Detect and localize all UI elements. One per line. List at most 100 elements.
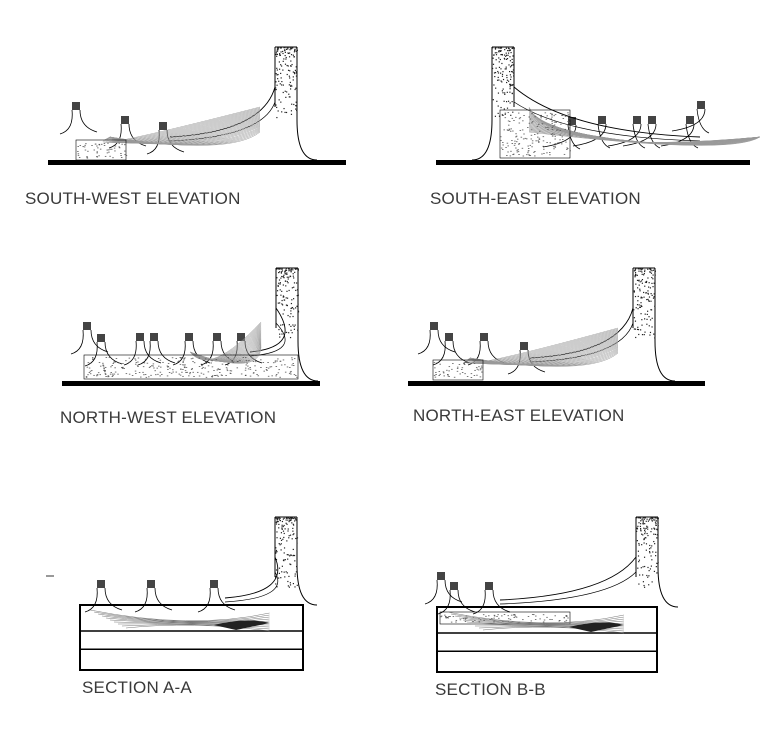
post-cap xyxy=(97,580,105,588)
ramp-line xyxy=(125,624,270,632)
post-arch xyxy=(437,589,476,615)
ramp-solid xyxy=(213,620,270,630)
post-cap xyxy=(150,333,158,341)
post-cap xyxy=(450,582,458,590)
ramp-solid xyxy=(569,622,624,632)
post-cap xyxy=(237,333,245,341)
post-cap xyxy=(83,322,91,330)
section-b-b xyxy=(424,516,679,673)
hatch-line xyxy=(109,131,261,146)
post-arch xyxy=(134,587,173,613)
post-arch xyxy=(417,329,456,355)
tower-outline xyxy=(635,517,679,608)
post-cap xyxy=(437,572,445,580)
post-cap xyxy=(210,580,218,588)
hatch-line xyxy=(108,111,261,143)
hatch-line xyxy=(467,329,619,364)
hatch-line xyxy=(109,113,261,144)
hatch-line xyxy=(105,108,261,143)
post-cap xyxy=(686,116,694,124)
base-block xyxy=(499,109,571,159)
hatch-line xyxy=(469,334,619,365)
hatch-line xyxy=(469,331,619,364)
post-arch xyxy=(660,123,699,149)
label-section-a-a: SECTION A-A xyxy=(82,678,192,697)
post-arch xyxy=(59,109,98,135)
post-arch xyxy=(671,108,710,134)
roof-curve xyxy=(224,556,279,599)
ramp-line xyxy=(89,609,270,622)
post-cap xyxy=(72,102,80,110)
hatch-line xyxy=(107,109,261,143)
hatch-line xyxy=(468,330,619,364)
post-cap xyxy=(97,334,105,342)
ground-line xyxy=(62,381,320,386)
south-east-elevation xyxy=(436,46,761,165)
tower-outline xyxy=(274,517,318,606)
section-box xyxy=(436,606,658,673)
post-cap xyxy=(697,101,705,109)
hatch-line xyxy=(469,332,619,364)
label-section-b-b: SECTION B-B xyxy=(435,680,546,699)
post-cap xyxy=(121,116,129,124)
hatch-line xyxy=(528,106,761,143)
north-east-elevation xyxy=(408,267,705,386)
post-cap xyxy=(485,582,493,590)
ramp-line xyxy=(93,611,270,622)
label-south-west-elevation: SOUTH-WEST ELEVATION xyxy=(25,189,241,208)
hatch-line xyxy=(465,327,619,364)
hatch-line xyxy=(109,113,261,144)
section-box xyxy=(79,604,304,671)
post-cap xyxy=(445,333,453,341)
post-arch xyxy=(432,340,471,366)
post-cap xyxy=(568,117,576,125)
roof-curve xyxy=(499,556,637,601)
post-cap xyxy=(159,122,167,130)
ramp-line xyxy=(478,626,625,632)
post-arch xyxy=(197,587,236,613)
post-cap xyxy=(598,116,606,124)
base-block xyxy=(432,359,484,381)
south-west-elevation xyxy=(48,46,346,165)
roof-curve xyxy=(513,86,701,138)
ramp-line xyxy=(454,615,625,625)
post-cap xyxy=(633,116,641,124)
post-arch xyxy=(123,340,162,366)
label-north-west-elevation: NORTH-WEST ELEVATION xyxy=(60,408,277,427)
hatch-line xyxy=(528,113,761,144)
ground-line xyxy=(436,160,750,165)
post-cap xyxy=(147,580,155,588)
hatch-line xyxy=(108,110,261,143)
ramp-line xyxy=(450,613,625,624)
hatch-line xyxy=(469,333,619,365)
hatch-line xyxy=(189,346,262,364)
hatch-line xyxy=(528,107,761,143)
hatch-line xyxy=(528,131,761,146)
ramp-line xyxy=(446,611,625,624)
tower-outline xyxy=(471,47,515,161)
hatch-line xyxy=(109,115,261,144)
post-arch xyxy=(472,589,511,615)
ramp-line xyxy=(121,624,270,630)
post-arch xyxy=(108,123,147,149)
roof-curve xyxy=(499,571,637,605)
post-cap xyxy=(648,116,656,124)
section-a-a xyxy=(79,516,318,671)
post-cap xyxy=(213,333,221,341)
tower-outline xyxy=(632,268,676,382)
north-west-elevation xyxy=(62,267,320,386)
hatch-line xyxy=(104,107,261,143)
roof-curve xyxy=(224,571,279,603)
post-arch xyxy=(84,341,123,367)
post-cap xyxy=(185,333,193,341)
base-block xyxy=(75,139,127,161)
post-cap xyxy=(430,322,438,330)
post-arch xyxy=(84,587,123,613)
ground-line xyxy=(48,160,346,165)
hatch-line xyxy=(109,114,261,144)
base-block xyxy=(83,354,299,380)
post-cap xyxy=(136,333,144,341)
hatch-line xyxy=(469,334,619,365)
post-arch xyxy=(607,123,646,149)
label-north-east-elevation: NORTH-EAST ELEVATION xyxy=(413,406,625,425)
